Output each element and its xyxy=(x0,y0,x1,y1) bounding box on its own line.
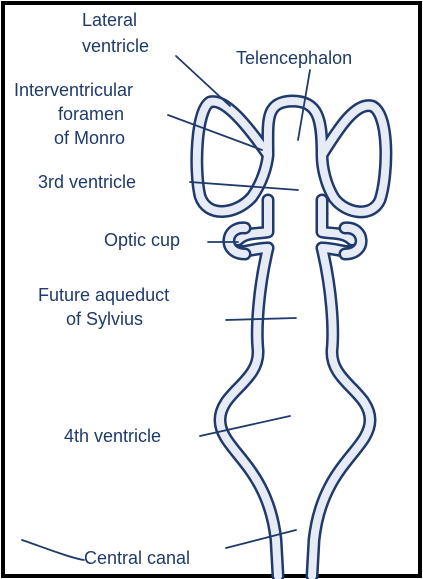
leader-central-canal xyxy=(226,530,296,548)
telencephalon-roof-lumen xyxy=(268,101,322,155)
leader-3rd-ventricle xyxy=(190,182,298,190)
left-tube-wall xyxy=(220,248,278,576)
leader-lateral-ventricle xyxy=(176,56,230,106)
label-optic-cup: Optic cup xyxy=(104,230,180,250)
label-interventricular-line1: Interventricular xyxy=(14,80,133,100)
label-interventricular-line3: of Monro xyxy=(54,128,125,148)
labels: Lateral ventricle Telencephalon Interven… xyxy=(14,10,352,568)
label-3rd-ventricle: 3rd ventricle xyxy=(38,172,136,192)
label-interventricular-line2: foramen xyxy=(58,104,124,124)
label-central-canal: Central canal xyxy=(84,548,190,568)
leader-central-canal-left xyxy=(22,540,84,560)
label-telencephalon: Telencephalon xyxy=(236,48,352,68)
leader-future-aqueduct xyxy=(226,318,296,320)
right-tube-wall xyxy=(312,248,370,576)
label-lateral-ventricle-line1: Lateral xyxy=(82,10,137,30)
label-future-aqueduct-line2: of Sylvius xyxy=(66,309,143,329)
label-future-aqueduct-line1: Future aqueduct xyxy=(38,285,169,305)
label-lateral-ventricle-line2: ventricle xyxy=(82,36,149,56)
label-4th-ventricle: 4th ventricle xyxy=(64,426,161,446)
leader-4th-ventricle xyxy=(200,416,290,436)
neural-tube-outline xyxy=(197,101,386,576)
